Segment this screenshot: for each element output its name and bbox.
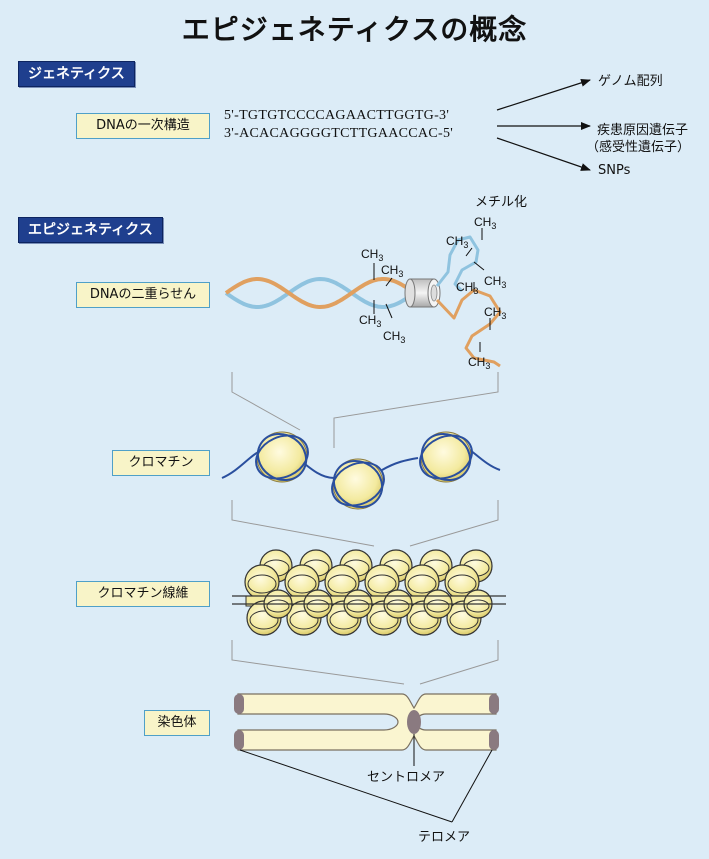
telomere-cap <box>489 730 499 750</box>
telomere-pointer <box>451 749 493 823</box>
histone-cylinder <box>404 278 441 308</box>
chromatin <box>221 431 501 510</box>
zoom-lines-chromatin <box>231 500 499 547</box>
fiber-axis <box>232 595 506 605</box>
arrow-genome-sequence <box>496 78 591 111</box>
outcome-genome-sequence: ゲノム配列 <box>598 74 663 89</box>
methyl-label: CH3 <box>446 234 468 250</box>
nucleosome <box>255 431 309 483</box>
methyl-label: CH3 <box>484 274 506 290</box>
section-tag-genetics: ジェネティクス <box>18 61 135 87</box>
methyl-label: CH3 <box>381 263 403 279</box>
label-primary-structure: DNAの一次構造 <box>76 113 210 139</box>
nucleosome <box>331 458 385 510</box>
chromosome <box>234 693 499 823</box>
methyl-label: CH3 <box>484 305 506 321</box>
outcome-susceptibility-gene: （感受性遺伝子） <box>586 140 691 155</box>
outcome-disease-gene: 疾患原因遺伝子 <box>597 123 689 138</box>
methyl-label: CH3 <box>456 280 478 296</box>
dna-double-helix <box>224 276 412 310</box>
centromere-label: セントロメア <box>367 770 446 785</box>
zoom-lines-fiber <box>231 640 499 685</box>
label-chromatin-fiber: クロマチン線維 <box>76 581 210 607</box>
zoom-lines-helix <box>231 372 499 448</box>
telomere-cap <box>234 694 244 714</box>
methyl-label: CH3 <box>383 329 405 345</box>
dna-strand-blue <box>224 276 412 309</box>
telomere-cap <box>234 730 244 750</box>
dna-strand-orange <box>224 277 412 310</box>
telomere-pointer <box>239 749 453 823</box>
arrow-snps <box>496 137 591 171</box>
telomere-cap <box>489 694 499 714</box>
methyl-groups: CH3 CH3 CH3 CH3 CH3 CH3 CH3 CH3 CH3 CH3 <box>359 215 506 371</box>
nucleosome <box>419 431 473 483</box>
methyl-label: CH3 <box>468 355 490 371</box>
centromere-constriction <box>407 710 421 734</box>
methylation-label: メチル化 <box>475 194 527 209</box>
methyl-label: CH3 <box>474 215 496 231</box>
sequence-bottom: 3'-ACACAGGGGTCTTGAACCAC-5' <box>224 126 454 141</box>
label-chromosome: 染色体 <box>144 710 210 736</box>
page-title: エピジェネティクスの概念 <box>181 13 528 46</box>
chromatin-fiber <box>232 549 506 636</box>
histone-tail-blue <box>435 235 480 293</box>
outcome-arrows <box>496 78 591 171</box>
outcome-snps: SNPs <box>598 163 631 178</box>
histone-tail-orange <box>435 288 502 368</box>
telomere-label: テロメア <box>418 830 471 845</box>
histone-tails <box>435 235 502 368</box>
label-double-helix: DNAの二重らせん <box>76 282 210 308</box>
sequence-top: 5'-TGTGTCCCCAGAACTTGGTG-3' <box>224 108 450 123</box>
section-tag-epigenetics: エピジェネティクス <box>18 217 163 243</box>
methyl-label: CH3 <box>359 313 381 329</box>
label-chromatin: クロマチン <box>112 450 210 476</box>
chromosome-body <box>237 693 497 751</box>
methyl-label: CH3 <box>361 247 383 263</box>
